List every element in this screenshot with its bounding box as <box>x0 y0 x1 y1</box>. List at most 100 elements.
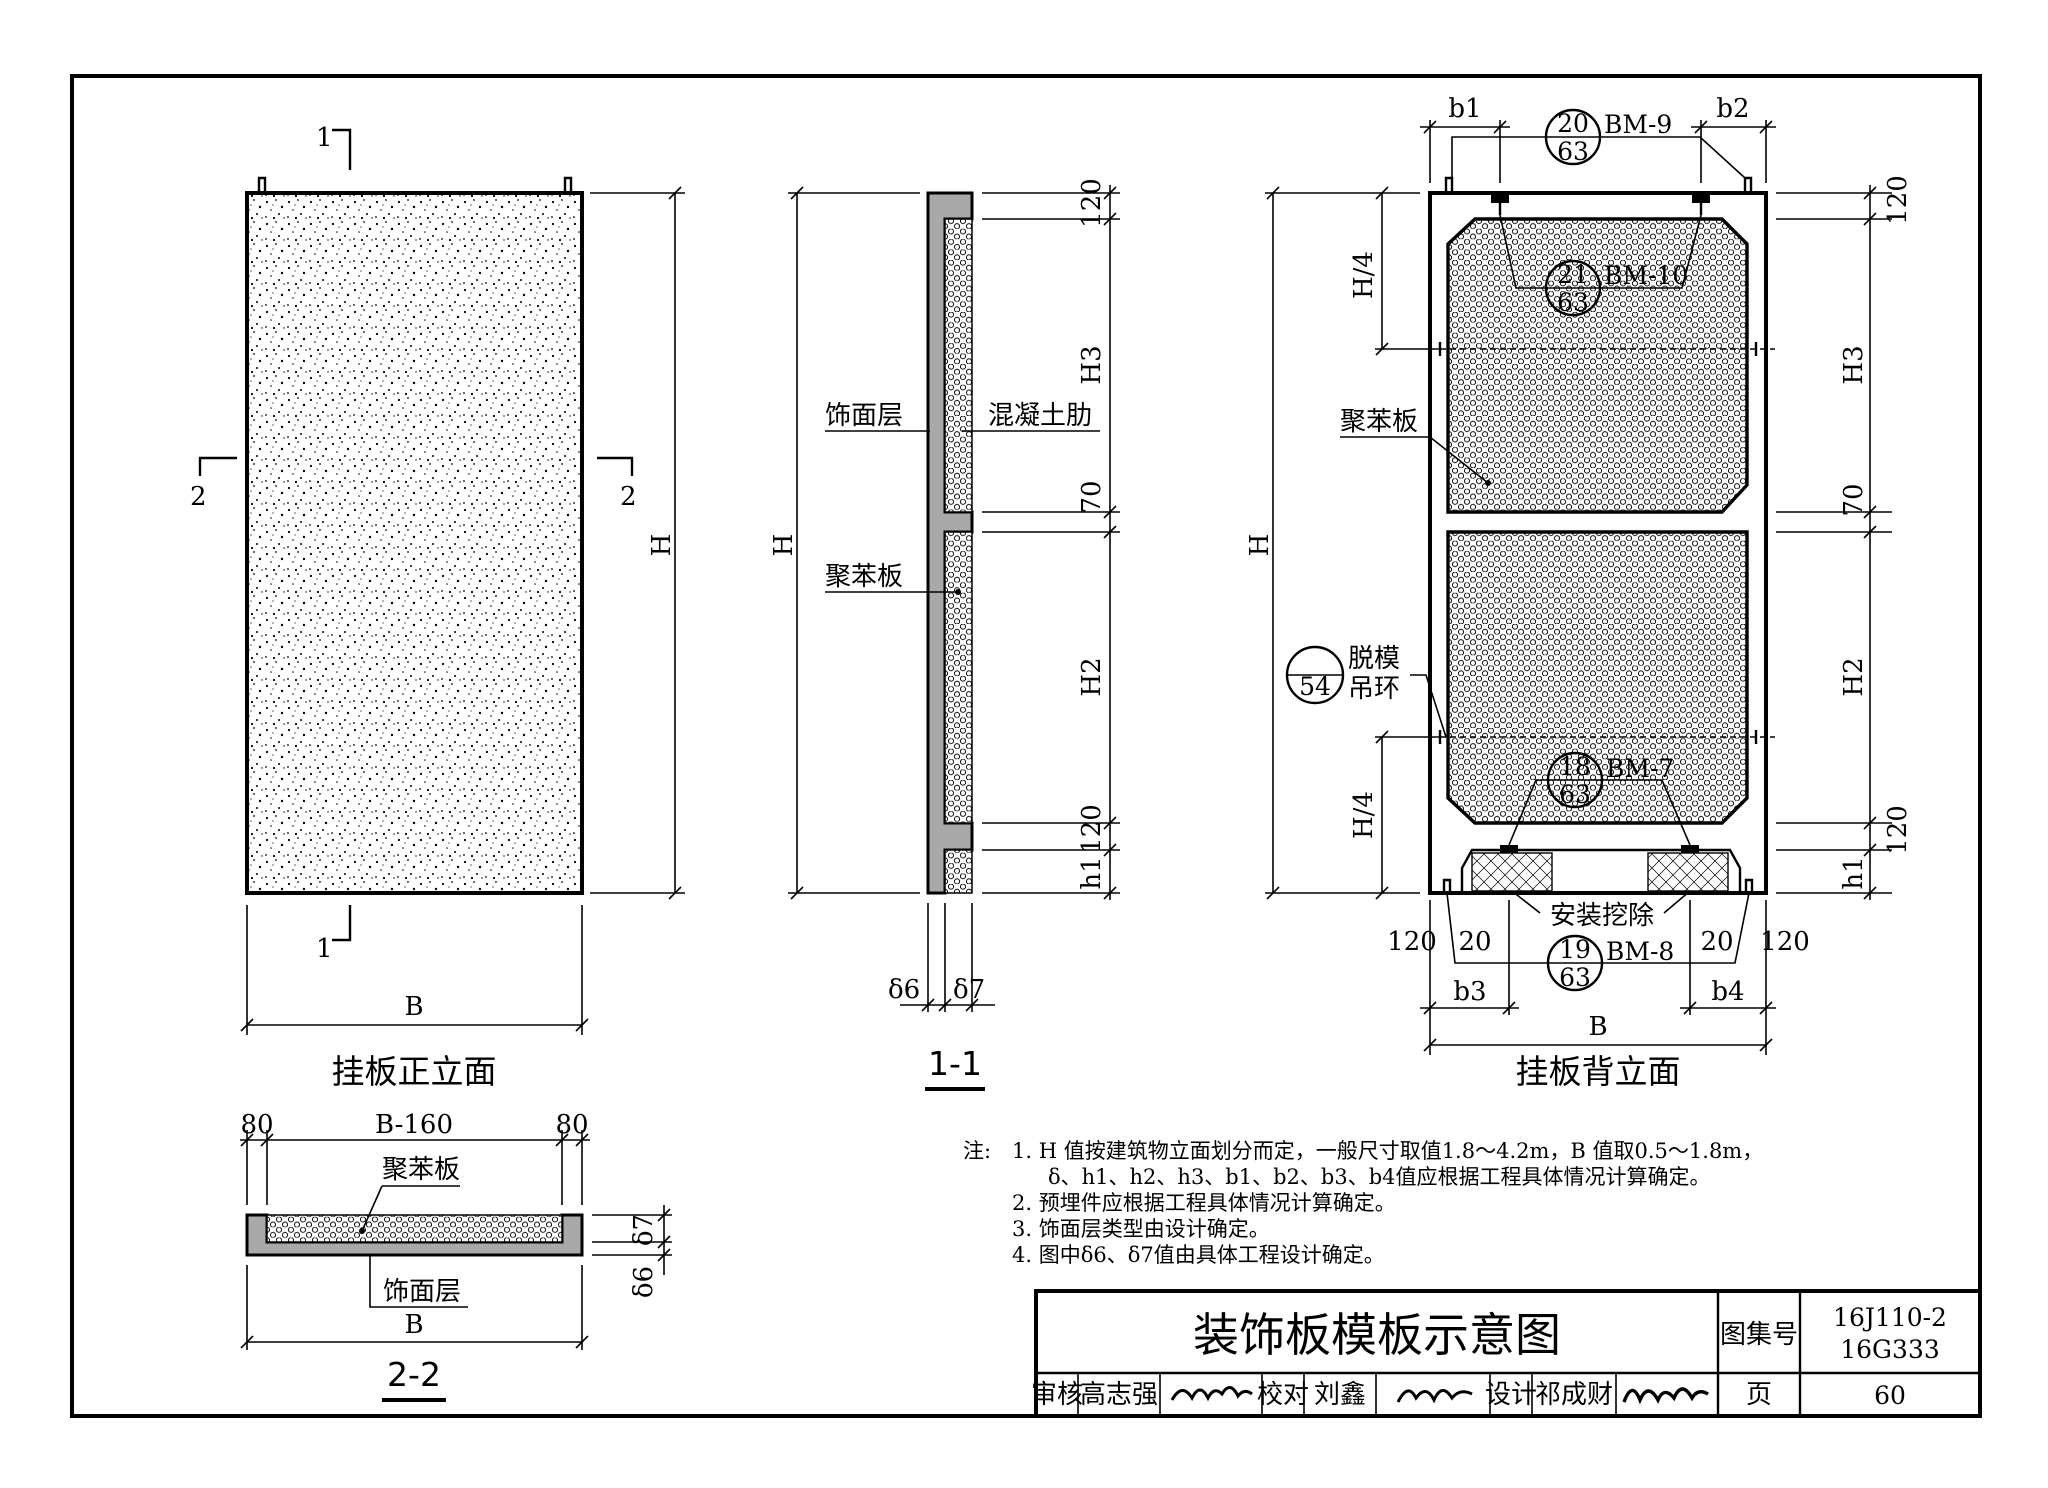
section-label-top: 1 <box>316 123 333 153</box>
section-mark-right <box>597 456 634 476</box>
atlas-number-2: 16G333 <box>1840 1335 1940 1364</box>
dim-height-label: H <box>647 534 677 557</box>
lifting-loop <box>563 176 573 193</box>
drawing-title: 装饰板模板示意图 <box>1193 1308 1561 1362</box>
eps-board-upper <box>1446 217 1749 514</box>
bottom-rib <box>1460 848 1742 893</box>
eps-board-lower <box>1446 530 1749 825</box>
eps-board-bottom <box>944 849 973 894</box>
dim-b4: b4 <box>1711 977 1744 1007</box>
ref-bm10-bottom: 63 <box>1557 288 1589 317</box>
label-eps: 聚苯板 <box>1340 407 1418 437</box>
dim-70: 70 <box>1077 480 1107 513</box>
eps-board-section <box>266 1214 563 1243</box>
note-line-3: 3. 饰面层类型由设计确定。 <box>1012 1217 1270 1241</box>
note-line-1b: δ、h1、h2、h3、b1、b2、b3、b4值应根据工程具体情况计算确定。 <box>1048 1165 1711 1189</box>
front-view-title: 挂板正立面 <box>332 1052 497 1091</box>
title-block: 装饰板模板示意图 图集号 16J110-2 16G333 审核 高志强 校对 刘… <box>1031 1289 1982 1418</box>
section-2-2: 80 B-160 80 聚苯板 饰面层 B δ7 δ6 2-2 <box>240 1110 672 1402</box>
front-panel <box>245 191 584 895</box>
page-number: 60 <box>1874 1381 1906 1410</box>
label-demold: 脱模 <box>1348 644 1400 674</box>
front-view: 1 1 2 2 H B 挂板正立面 <box>190 123 685 1091</box>
dim-bottom-20-left: 20 <box>1458 927 1491 957</box>
ref-bm8-code: BM-8 <box>1606 937 1674 966</box>
embed-plate <box>1692 193 1710 203</box>
atlas-label: 图集号 <box>1720 1320 1798 1350</box>
dim-delta6: δ6 <box>629 1266 659 1298</box>
section-2-2-title: 2-2 <box>387 1355 441 1394</box>
dim-height-label: H <box>1245 534 1275 557</box>
section-label-right: 2 <box>620 482 637 512</box>
designer-signature <box>1622 1387 1709 1405</box>
ref-demold-number: 54 <box>1299 672 1331 701</box>
label-eps: 聚苯板 <box>825 562 903 592</box>
label-concrete-rib: 混凝土肋 <box>988 401 1092 431</box>
dim-h2: H2 <box>1077 657 1107 696</box>
dim-delta7: δ7 <box>953 975 985 1005</box>
ref-bm7-bottom: 63 <box>1559 780 1591 809</box>
dim-120-bottom: 120 <box>1883 805 1913 855</box>
dim-h1: h1 <box>1077 856 1107 889</box>
dim-b2: b2 <box>1716 94 1749 124</box>
embed-plate <box>1491 193 1509 203</box>
dim-height-label: H <box>769 534 799 557</box>
dim-120-bottom: 120 <box>1077 804 1107 854</box>
back-view-title: 挂板背立面 <box>1516 1052 1681 1091</box>
ref-bm8-top: 19 <box>1559 935 1591 964</box>
label-finish: 饰面层 <box>383 1277 461 1307</box>
dim-h4-bottom: H/4 <box>1349 791 1379 839</box>
ref-bm7-code: BM-7 <box>1606 754 1674 783</box>
dim-h1: h1 <box>1839 856 1869 889</box>
note-line-1: 1. H 值按建筑物立面划分而定，一般尺寸取值1.8～4.2m，B 值取0.5～… <box>1012 1139 1763 1163</box>
dim-70: 70 <box>1839 483 1869 516</box>
lifting-loop <box>257 176 267 193</box>
dim-80-right: 80 <box>555 1110 588 1140</box>
ref-bm10-top: 21 <box>1557 260 1589 289</box>
install-remove-right <box>1647 852 1729 892</box>
design-label: 设计 <box>1485 1380 1537 1410</box>
dim-120-top: 120 <box>1077 178 1107 228</box>
section-1-1: H 120 H3 70 H2 120 h1 饰面层 混凝土肋 聚苯板 <box>769 178 1120 1091</box>
dim-b3: b3 <box>1453 977 1486 1007</box>
dim-width-label: B <box>404 1310 423 1340</box>
dim-b1: b1 <box>1448 94 1481 124</box>
dim-bottom-120-left: 120 <box>1387 927 1437 957</box>
checker-name: 刘鑫 <box>1314 1380 1366 1410</box>
dim-b-minus-160: B-160 <box>375 1110 453 1140</box>
dim-120-top: 120 <box>1883 175 1913 225</box>
label-lifting-ring: 吊环 <box>1348 674 1400 704</box>
notes: 注: 1. H 值按建筑物立面划分而定，一般尺寸取值1.8～4.2m，B 值取0… <box>963 1139 1763 1267</box>
install-remove-left <box>1471 852 1553 892</box>
label-install-remove: 安装挖除 <box>1550 901 1654 931</box>
dim-80-left: 80 <box>240 1110 273 1140</box>
check-label: 校对 <box>1257 1380 1309 1410</box>
dim-width-label: B <box>404 992 423 1022</box>
designer-name: 祁成财 <box>1535 1380 1613 1410</box>
sheet-border <box>70 74 1982 1418</box>
section-label-bottom: 1 <box>316 934 333 964</box>
dim-h2: H2 <box>1839 657 1869 696</box>
note-line-2: 2. 预埋件应根据工程具体情况计算确定。 <box>1012 1191 1396 1215</box>
note-line-4: 4. 图中δ6、δ7值由具体工程设计确定。 <box>1012 1243 1385 1267</box>
ref-bm9-top: 20 <box>1557 109 1589 138</box>
eps-board-lower <box>944 531 973 824</box>
section-label-left: 2 <box>190 482 207 512</box>
section-mark-top <box>332 128 352 170</box>
label-eps: 聚苯板 <box>382 1155 460 1185</box>
dim-h3: H3 <box>1077 345 1107 384</box>
ref-bm9-code: BM-9 <box>1604 110 1672 139</box>
review-label: 审核 <box>1031 1380 1083 1410</box>
dim-width-label: B <box>1588 1012 1607 1042</box>
page-label: 页 <box>1746 1380 1772 1410</box>
dim-bottom-20-right: 20 <box>1700 927 1733 957</box>
section-1-1-title: 1-1 <box>928 1044 982 1083</box>
section-mark-left <box>198 456 237 476</box>
section-mark-bottom <box>332 905 352 942</box>
ref-bm10-code: BM-10 <box>1604 261 1688 290</box>
dim-bottom-120-right: 120 <box>1760 927 1810 957</box>
back-view: H/4 H/4 H 120 H3 70 H2 120 h1 <box>1245 94 1913 1091</box>
ref-bm9-bottom: 63 <box>1557 137 1589 166</box>
dim-delta6: δ6 <box>888 975 920 1005</box>
